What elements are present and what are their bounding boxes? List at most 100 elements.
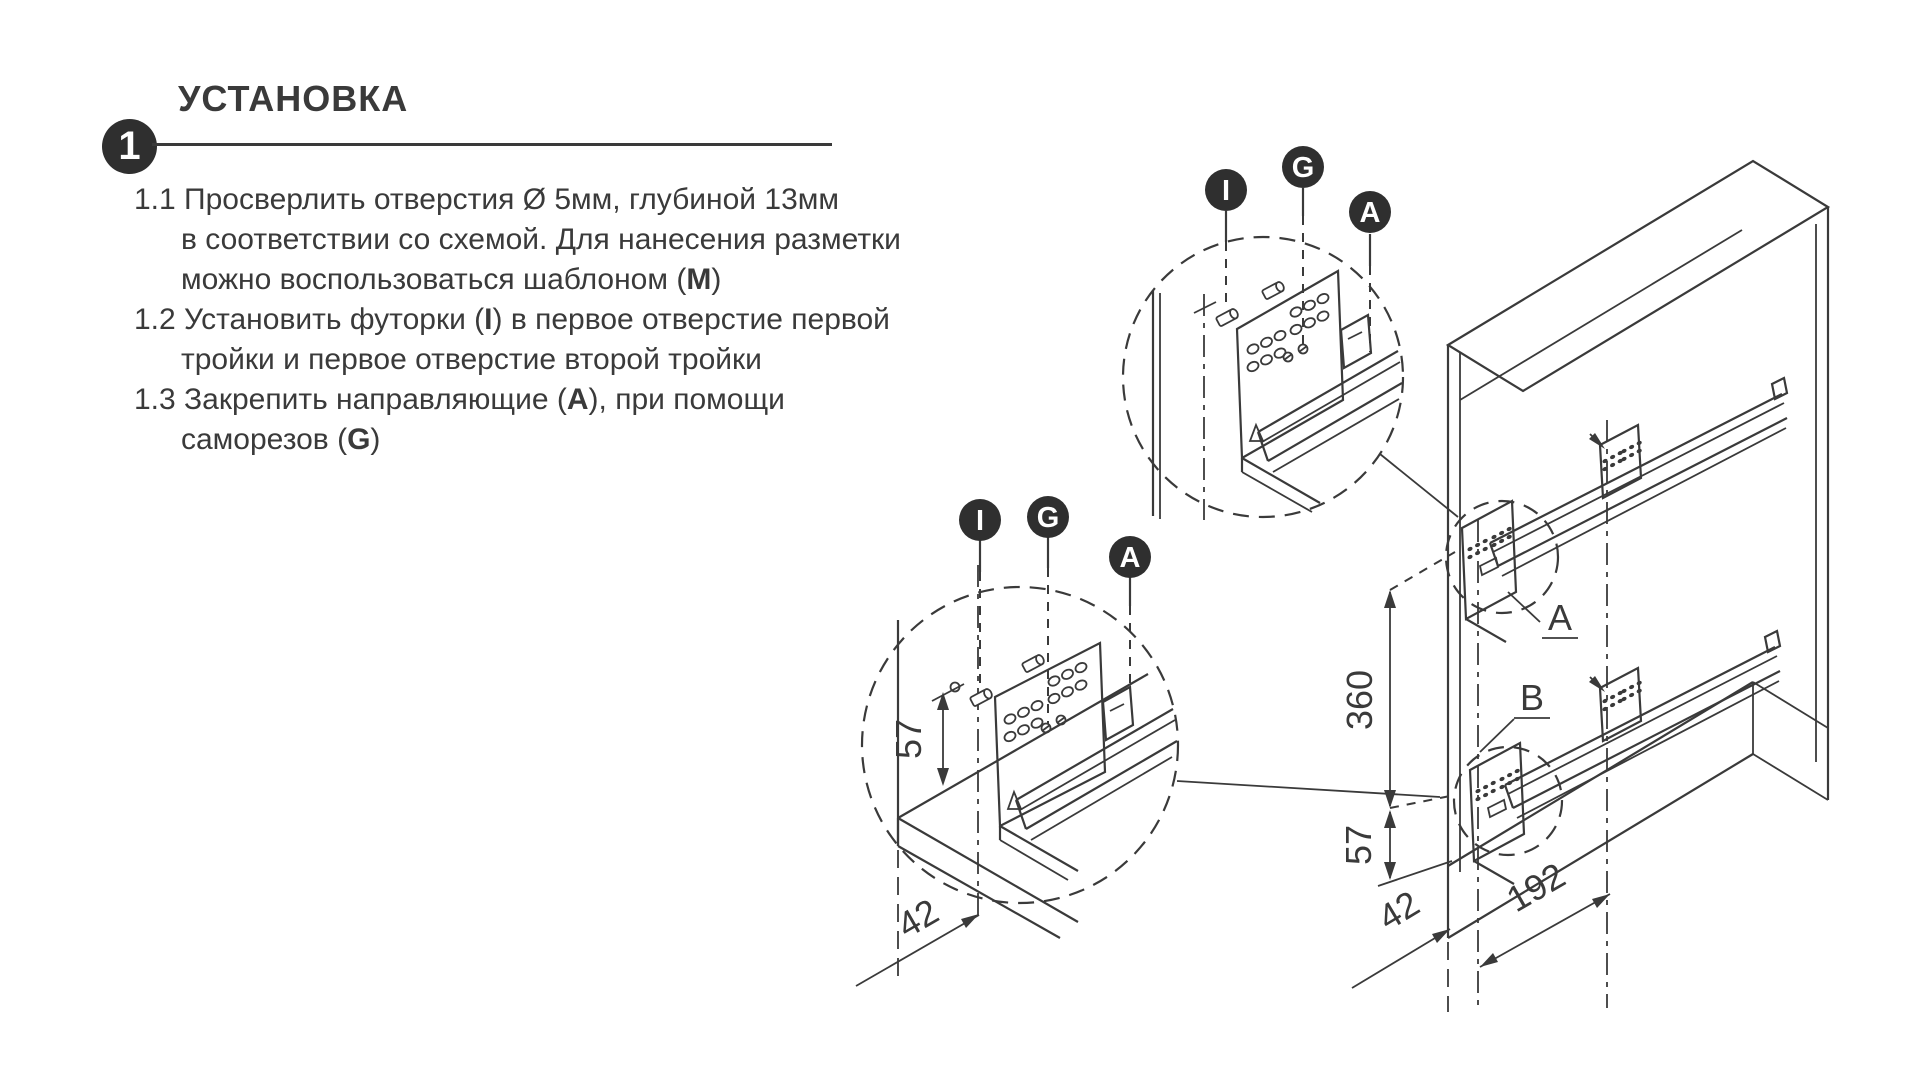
bracket-hole: [1636, 680, 1642, 686]
bracket-hole: [1602, 458, 1608, 464]
svg-text:A: A: [1360, 197, 1381, 229]
bracket-hole: [1602, 698, 1608, 704]
bracket-holes: [1003, 293, 1642, 802]
label-rail-b: B: [1479, 677, 1550, 753]
bracket-hole: [1017, 724, 1030, 736]
bracket-hole: [1316, 293, 1330, 305]
bracket-hole: [1617, 458, 1623, 464]
svg-text:57: 57: [888, 719, 929, 759]
latch-clip: [1101, 685, 1135, 742]
dimension-57-cabinet: 57: [1338, 810, 1453, 887]
label-rail-a: A: [1507, 591, 1578, 639]
svg-text:G: G: [1292, 152, 1315, 184]
bracket-hole: [1303, 317, 1316, 329]
bracket-hole: [1483, 784, 1489, 790]
bracket-hole: [1246, 343, 1260, 355]
step-number-badge: 1: [102, 119, 157, 174]
callout-leader-upper: [1379, 453, 1459, 518]
bracket-hole: [1506, 534, 1512, 540]
bracket-hole: [1610, 694, 1616, 700]
bracket-hole: [1483, 792, 1489, 798]
instruction-number: 1.2: [134, 303, 185, 336]
bracket-hole: [1289, 323, 1303, 336]
bracket-hole: [1074, 679, 1088, 691]
svg-text:G: G: [1037, 502, 1060, 534]
bracket-circle-a: [1444, 499, 1560, 615]
bracket-hole: [1475, 542, 1481, 548]
bracket-hole: [1610, 454, 1616, 460]
bracket-hole: [1629, 692, 1635, 698]
bracket-hole: [1003, 730, 1017, 743]
instruction-item: 1.2 Установить футорки (I) в первое отве…: [134, 303, 890, 376]
instruction-item: 1.1 Просверлить отверстия Ø 5мм, глубино…: [134, 183, 901, 296]
bracket-hole: [1499, 530, 1505, 536]
callout-leader-lower: [1176, 780, 1441, 798]
bracket-hole: [1514, 768, 1520, 774]
bracket-hole: [1475, 788, 1481, 794]
badge-futorka-i-lower: I: [959, 499, 1001, 541]
bracket-hole: [1047, 692, 1061, 705]
latch-clip: [1339, 313, 1373, 370]
svg-text:192: 192: [1499, 854, 1572, 920]
bracket-hole: [1303, 299, 1316, 311]
bracket-hole: [1017, 706, 1030, 718]
bracket-hole: [1621, 448, 1627, 454]
futorka-icon: [969, 688, 993, 707]
futorka-icon: [1261, 281, 1285, 300]
dimension-57-callout: 57: [888, 692, 949, 786]
bracket-hole: [1047, 675, 1061, 687]
rail-a: [1460, 376, 1789, 643]
bracket-hole: [1482, 546, 1488, 552]
svg-text:A: A: [1120, 542, 1141, 574]
bracket-hole: [1499, 784, 1505, 790]
bracket-hole: [1490, 788, 1496, 794]
bracket-hole: [1506, 526, 1512, 532]
cabinet-drawing: A B 360 57: [1338, 159, 1831, 1012]
rail-profile: [1256, 350, 1403, 473]
bracket-hole: [1514, 776, 1520, 782]
bracket-hole: [1491, 534, 1497, 540]
bracket-hole: [1621, 456, 1627, 462]
bracket-hole: [1507, 780, 1513, 786]
instruction-number: 1.3: [134, 383, 185, 416]
dimension-360: 360: [1339, 551, 1456, 809]
svg-text:A: A: [1548, 597, 1572, 638]
svg-text:B: B: [1520, 677, 1544, 718]
instruction-item: 1.3 Закрепить направляющие (A), при помо…: [134, 383, 785, 456]
svg-text:57: 57: [1338, 825, 1379, 865]
bracket-hole: [1260, 336, 1273, 348]
bracket-hole: [1602, 706, 1608, 712]
bracket-hole: [1499, 538, 1505, 544]
bracket-hole: [1030, 700, 1044, 712]
detail-callout-lower: I G A 57 42: [855, 496, 1180, 987]
bracket-hole: [1499, 776, 1505, 782]
bracket-hole: [1610, 462, 1616, 468]
badge-rail-a-upper: A: [1349, 191, 1391, 233]
bracket-hole: [1467, 554, 1473, 560]
futorka-icon: [1215, 308, 1239, 327]
badge-rail-a-lower: A: [1109, 536, 1151, 578]
svg-text:360: 360: [1339, 670, 1380, 730]
bracket-hole: [1617, 690, 1623, 696]
bracket-hole: [1617, 698, 1623, 704]
bracket-hole: [1636, 440, 1642, 446]
bracket-hole: [1490, 780, 1496, 786]
bracket-hole: [1629, 444, 1635, 450]
bracket-hole: [1289, 306, 1303, 318]
bracket-hole: [1491, 542, 1497, 548]
rail-profile: [1014, 708, 1178, 841]
badge-futorka-i-upper: I: [1205, 169, 1247, 211]
bracket-hole: [1617, 450, 1623, 456]
instructions: 1.1 Просверлить отверстия Ø 5мм, глубино…: [134, 180, 924, 460]
svg-text:I: I: [1222, 175, 1230, 207]
page-title: УСТАНОВКА: [178, 78, 409, 119]
bracket-hole: [1246, 360, 1260, 373]
bracket-hole: [1629, 452, 1635, 458]
svg-text:I: I: [976, 505, 984, 537]
dimension-192: 192: [1479, 854, 1611, 968]
badge-screw-g-lower: G: [1027, 496, 1069, 538]
bracket-hole: [1610, 702, 1616, 708]
svg-text:42: 42: [1371, 882, 1426, 938]
